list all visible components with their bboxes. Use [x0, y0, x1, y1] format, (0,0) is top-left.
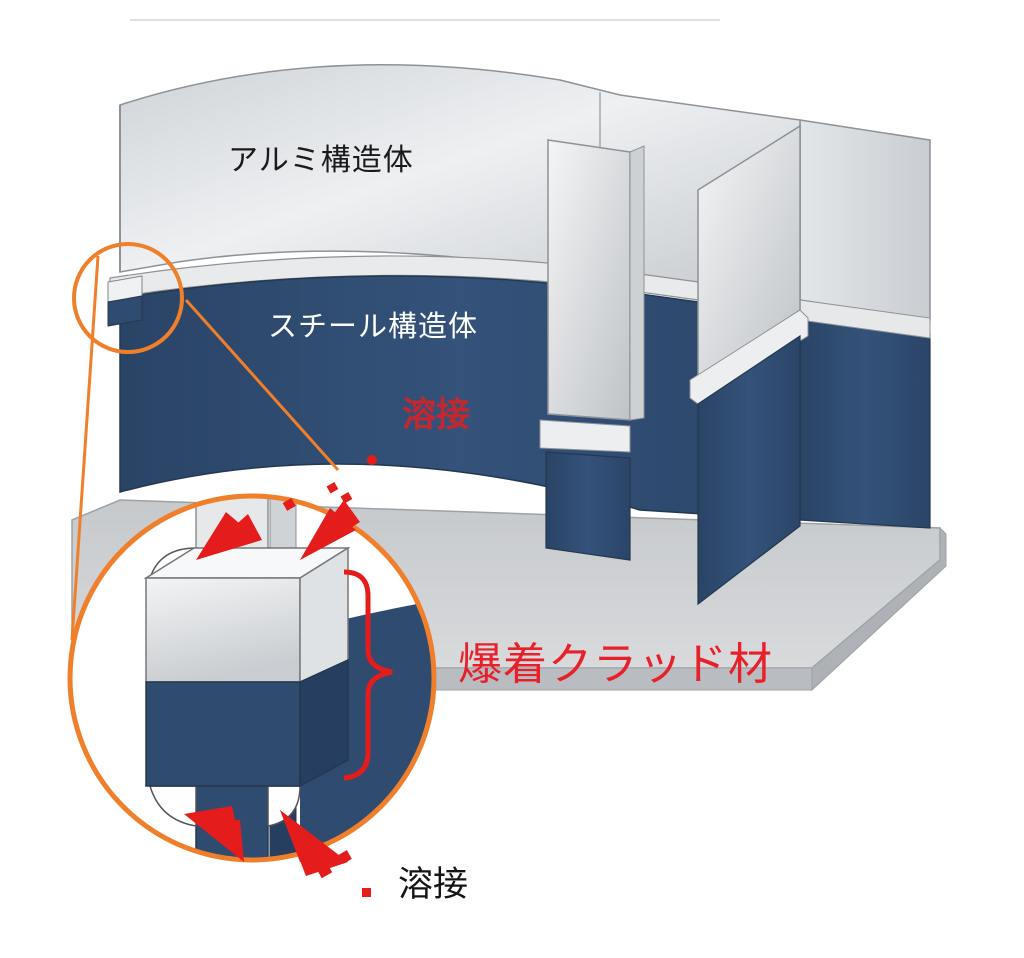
weld-arrows-top	[196, 482, 360, 560]
steel-structure-label: スチール構造体	[268, 309, 479, 343]
callout-connector	[70, 242, 340, 641]
right-partition	[689, 124, 809, 606]
center-column	[539, 139, 645, 561]
clad-material-label: 爆着クラッド材	[458, 639, 773, 690]
right-wall	[799, 119, 931, 529]
weld-dot	[367, 455, 377, 465]
aluminum-structure-label: アルミ構造体	[228, 143, 414, 178]
clad-brace	[343, 569, 393, 781]
weld-arrows-bottom	[184, 806, 371, 897]
weld-label-top: 溶接	[402, 395, 470, 435]
corner-clad-block	[107, 275, 143, 327]
weld-label-bottom: 溶接	[398, 865, 469, 905]
